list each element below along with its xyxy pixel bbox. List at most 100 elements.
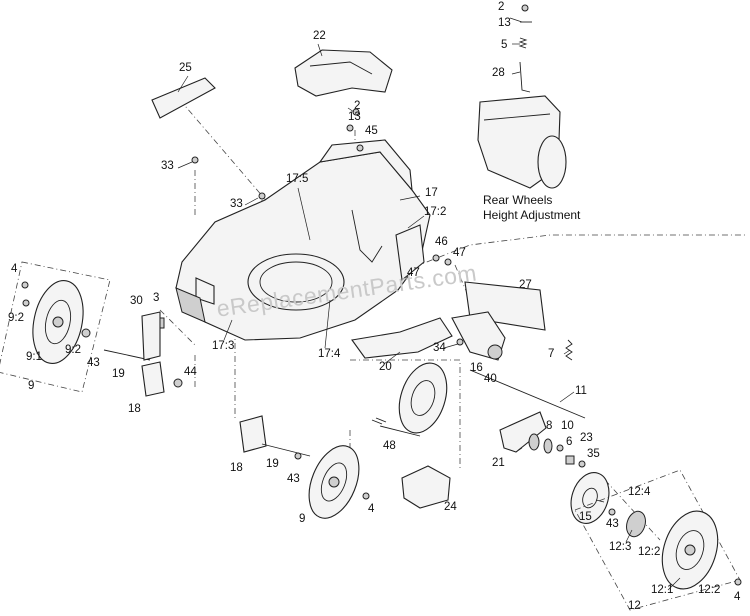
part-18-adjuster-left: [141, 361, 165, 397]
part-30-plate: [141, 311, 161, 361]
callout-46: 46: [435, 236, 448, 248]
part-9-2-cap-right: [81, 328, 91, 338]
callout-22: 22: [313, 30, 326, 42]
callout-12-4: 12:4: [628, 486, 651, 498]
part-4-nut-left: [21, 281, 29, 289]
inset-caption-line2: Height Adjustment: [483, 208, 581, 222]
part-2-clip-a: [352, 108, 360, 116]
callout-17-5: 17:5: [286, 173, 309, 185]
callout-4: 4: [11, 263, 18, 275]
part-48-spring: [371, 417, 421, 437]
callout-21: 21: [492, 457, 505, 469]
callout-28: 28: [492, 67, 505, 79]
callout-34: 34: [433, 342, 446, 354]
part-13-pin-a: [346, 124, 354, 132]
inset-caption-line1: Rear Wheels: [483, 193, 553, 207]
callout-5: 5: [501, 39, 508, 51]
callout-13: 13: [498, 17, 511, 29]
callout-4: 4: [734, 591, 741, 603]
callout-4: 4: [368, 503, 375, 515]
callout-20: 20: [379, 361, 392, 373]
part-46-washer: [432, 254, 440, 262]
callout-30: 30: [130, 295, 143, 307]
callout-24: 24: [444, 501, 457, 513]
part-3-clip: [159, 317, 165, 329]
part-9-2-cap-left: [22, 299, 30, 307]
callout-43: 43: [606, 518, 619, 530]
part-44-knob: [173, 378, 183, 388]
callout-15: 15: [579, 511, 592, 523]
inset-rear-wheels: [477, 95, 567, 189]
callout-43: 43: [287, 473, 300, 485]
callout-12: 12: [628, 600, 641, 612]
callout-18: 18: [230, 462, 243, 474]
part-20-shield: [351, 317, 453, 359]
callout-18: 18: [128, 403, 141, 415]
part-24-gearbox: [401, 465, 451, 509]
part-4-nut-right: [734, 578, 742, 586]
callout-11: 11: [575, 385, 587, 397]
callout-45: 45: [365, 125, 378, 137]
inset-caption: Rear Wheels Height Adjustment: [483, 193, 580, 223]
callout-27: 27: [519, 279, 532, 291]
callout-3: 3: [153, 292, 160, 304]
part-19-axle-center: [261, 443, 311, 457]
callout-12-2: 12:2: [698, 584, 721, 596]
callout-8: 8: [546, 420, 553, 432]
height-adjust-hardware: [518, 4, 532, 93]
rear-axle-hardware: [528, 433, 586, 468]
callout-16: 16: [470, 362, 483, 374]
part-34-screw: [456, 338, 464, 346]
callout-23: 23: [580, 432, 593, 444]
part-12-rear-wheel: [574, 469, 741, 611]
callout-33: 33: [161, 160, 174, 172]
part-43-washer-right: [608, 508, 616, 516]
callout-12-1: 12:1: [651, 584, 674, 596]
callout-48: 48: [383, 440, 396, 452]
callout-12-3: 12:3: [609, 541, 632, 553]
part-17-deck: [175, 139, 431, 341]
part-4-nut-center: [362, 492, 370, 500]
part-18-adjuster-center: [239, 415, 267, 453]
callout-17-4: 17:4: [318, 348, 341, 360]
callout-43: 43: [87, 357, 100, 369]
callout-9: 9: [299, 513, 306, 525]
part-9-wheel-left: [0, 261, 111, 393]
callout-33: 33: [230, 198, 243, 210]
callout-44: 44: [184, 366, 197, 378]
callout-9-2: 9:2: [65, 344, 81, 356]
callout-47: 47: [407, 267, 420, 279]
callout-40: 40: [484, 373, 497, 385]
part-22-cover: [294, 49, 393, 97]
callout-13: 13: [348, 111, 361, 123]
callout-47: 47: [453, 247, 466, 259]
part-7-spring: [565, 339, 573, 361]
part-33-screw-b: [258, 192, 266, 200]
callout-9-2: 9:2: [8, 312, 24, 324]
part-45-bolt: [356, 144, 364, 152]
callout-2: 2: [354, 100, 361, 112]
callout-12-2: 12:2: [638, 546, 661, 558]
leader-lines: [177, 17, 681, 591]
part-19-axle-left: [103, 349, 151, 361]
callout-35: 35: [587, 448, 600, 460]
part-25-grip: [151, 77, 216, 119]
callout-25: 25: [179, 62, 192, 74]
part-11-rod: [469, 369, 586, 419]
callout-19: 19: [266, 458, 279, 470]
callout-17-2: 17:2: [424, 206, 447, 218]
rear-wheel-mounted: [398, 362, 448, 434]
callout-17-3: 17:3: [212, 340, 235, 352]
part-43-washer-center: [294, 452, 302, 460]
callout-10: 10: [561, 420, 574, 432]
callout-6: 6: [566, 436, 573, 448]
callout-2: 2: [498, 1, 505, 13]
part-33-screw-a: [191, 156, 199, 164]
callout-9-1: 9:1: [26, 351, 42, 363]
part-40-bushing: [487, 344, 503, 360]
callout-9: 9: [28, 380, 35, 392]
callout-17: 17: [425, 187, 438, 199]
callout-19: 19: [112, 368, 125, 380]
part-9-wheel-center: [308, 445, 360, 519]
